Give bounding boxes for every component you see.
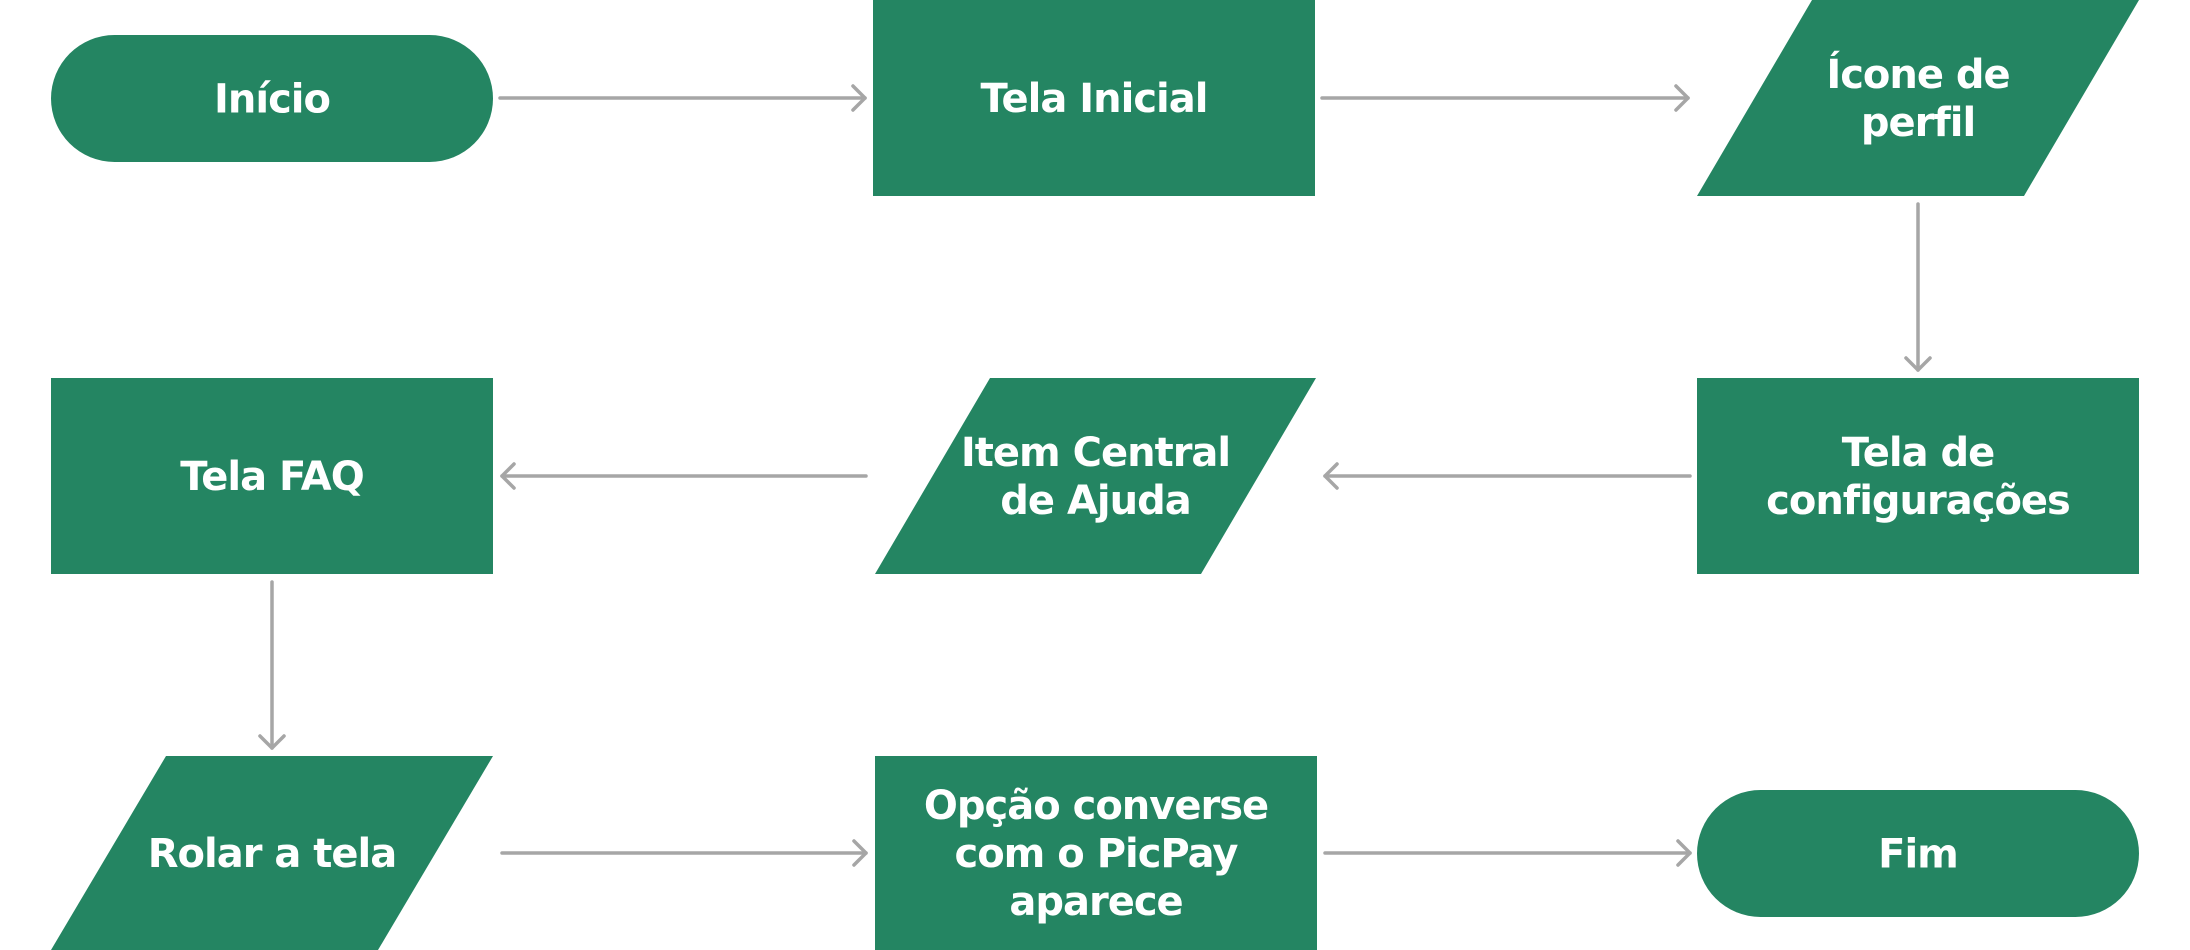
- process-shape: [51, 378, 493, 574]
- input-output-shape: [51, 756, 493, 950]
- node-label-line: Ícone de: [1826, 50, 2009, 98]
- arrowhead-icon: [1674, 84, 1690, 112]
- arrowhead-icon: [500, 462, 516, 490]
- node-label-line: Opção converse: [924, 783, 1268, 829]
- node-label-line: Início: [214, 77, 330, 123]
- input-output-shape: [875, 378, 1316, 574]
- process-shape: [1697, 378, 2139, 574]
- node-label-line: perfil: [1861, 100, 1975, 146]
- node-label-line: aparece: [1009, 879, 1182, 925]
- node-label-line: Tela Inicial: [981, 76, 1208, 122]
- edge-inicio-to-tela-inicial: [498, 84, 867, 112]
- edge-rolar-tela-to-opcao-converse: [500, 839, 868, 867]
- node-tela-inicial: Tela Inicial: [873, 0, 1315, 196]
- edge-opcao-converse-to-fim: [1323, 839, 1692, 867]
- arrowhead-icon: [852, 839, 868, 867]
- arrowhead-icon: [1676, 839, 1692, 867]
- node-label-line: Rolar a tela: [148, 831, 397, 877]
- edge-tela-inicial-to-icone-perfil: [1320, 84, 1690, 112]
- arrowhead-icon: [851, 84, 867, 112]
- edge-tela-configuracoes-to-item-central-ajuda: [1323, 462, 1692, 490]
- arrowhead-icon: [1904, 356, 1932, 372]
- node-label-line: de Ajuda: [1000, 478, 1190, 524]
- node-inicio: Início: [51, 35, 493, 162]
- node-label-line: Item Central: [961, 430, 1230, 476]
- input-output-shape: [1697, 0, 2139, 196]
- node-label-line: Fim: [1878, 832, 1958, 878]
- arrowhead-icon: [258, 734, 286, 750]
- edge-tela-faq-to-rolar-tela: [258, 580, 286, 750]
- edges: [258, 84, 1932, 867]
- node-tela-faq: Tela FAQ: [51, 378, 493, 574]
- node-label-line: com o PicPay: [954, 831, 1238, 877]
- terminal-shape: [51, 35, 493, 162]
- edge-item-central-ajuda-to-tela-faq: [500, 462, 868, 490]
- edge-icone-perfil-to-tela-configuracoes: [1904, 202, 1932, 372]
- node-rolar-tela: Rolar a tela: [51, 756, 493, 950]
- node-label-line: Tela de: [1842, 430, 1995, 476]
- process-shape: [875, 756, 1317, 950]
- process-shape: [873, 0, 1315, 196]
- node-label-line: Tela FAQ: [180, 454, 363, 500]
- terminal-shape: [1697, 790, 2139, 917]
- node-fim: Fim: [1697, 790, 2139, 917]
- arrowhead-icon: [1323, 462, 1339, 490]
- node-label-line: configurações: [1766, 478, 2070, 524]
